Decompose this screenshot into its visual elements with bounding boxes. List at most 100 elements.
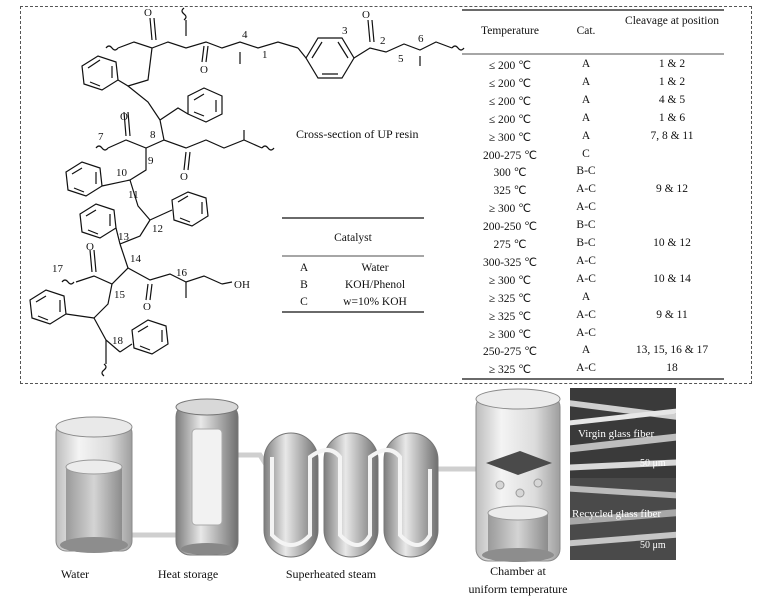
- row-temperature: 200-250 ℃: [482, 221, 538, 234]
- oxygen-label: O: [144, 7, 152, 19]
- row-catalyst: A: [581, 111, 591, 124]
- terminal-oh-label: OH: [234, 279, 250, 291]
- row-temperature: ≤ 200 ℃: [488, 113, 532, 126]
- row-position: 7, 8 & 11: [650, 129, 694, 142]
- position-number: 8: [150, 129, 156, 141]
- position-number: 1: [262, 49, 268, 61]
- row-position: 1 & 2: [658, 58, 686, 70]
- uniform-temperature-chamber: [475, 388, 561, 562]
- row-catalyst: A-C: [576, 326, 596, 339]
- catalyst-name: w=10% KOH: [343, 296, 407, 308]
- label-heat-storage: Heat storage: [157, 567, 219, 581]
- position-number: 2: [380, 35, 386, 47]
- row-temperature: ≤ 200 ℃: [488, 77, 532, 90]
- position-number: 17: [52, 263, 64, 275]
- catalyst-legend: Catalyst A Water B KOH/Phenol C w=10% KO…: [282, 218, 424, 312]
- row-position: 18: [666, 362, 678, 375]
- row-temperature: ≥ 300 ℃: [488, 203, 532, 216]
- position-number: 15: [114, 289, 126, 301]
- header-position: Cleavage at position: [625, 15, 719, 27]
- structure-caption: Cross-section of UP resin: [296, 127, 419, 141]
- position-number: 14: [130, 253, 142, 265]
- row-temperature: ≥ 325 ℃: [488, 364, 532, 377]
- fiber-mesh-icon: [486, 451, 552, 475]
- row-position: 9 & 11: [656, 308, 688, 321]
- scale-bar-label: 50 μm: [640, 540, 666, 551]
- catalyst-header: Catalyst: [334, 232, 372, 244]
- row-position: 10 & 14: [653, 272, 691, 285]
- position-number: 16: [176, 267, 188, 279]
- scale-bar-label: 50 μm: [640, 458, 666, 469]
- virgin-fiber-image: [570, 400, 676, 471]
- catalyst-code: A: [299, 262, 309, 274]
- oxygen-label: O: [143, 301, 151, 313]
- row-position: 13, 15, 16 & 17: [635, 344, 709, 357]
- recycled-fiber-image: [570, 485, 676, 547]
- row-catalyst: A-C: [576, 201, 596, 214]
- table-rules: [282, 9, 724, 380]
- row-position: 1 & 2: [658, 75, 686, 88]
- row-catalyst: A-C: [576, 308, 596, 321]
- label-superheated-steam: Superheated steam: [285, 567, 377, 581]
- oxygen-label: O: [86, 241, 94, 253]
- virgin-fiber-label: Virgin glass fiber: [578, 428, 655, 440]
- water-vessel: [55, 416, 133, 553]
- row-catalyst: A-C: [576, 362, 596, 375]
- catalyst-name: KOH/Phenol: [344, 279, 406, 291]
- row-temperature: ≤ 200 ℃: [488, 60, 532, 72]
- position-number: 13: [118, 231, 130, 243]
- structure-bonds: [29, 7, 465, 377]
- row-catalyst: A-C: [576, 183, 596, 196]
- up-resin-structure: O O O O O O O OH 1 2 3 4 5 6 7 8 9 10 11…: [29, 7, 724, 380]
- position-number: 4: [242, 29, 248, 41]
- row-position: 10 & 12: [653, 237, 691, 249]
- position-number: 18: [112, 335, 124, 347]
- row-temperature: ≥ 300 ℃: [488, 328, 532, 341]
- row-position: 4 & 5: [658, 93, 686, 106]
- superheated-steam-coils: [263, 432, 439, 558]
- position-number: 10: [116, 167, 128, 179]
- top-panel-frame: [20, 6, 752, 384]
- row-catalyst: A: [581, 58, 591, 70]
- row-catalyst: A: [581, 344, 591, 357]
- position-number: 5: [398, 53, 404, 65]
- catalyst-name: Water: [361, 262, 389, 274]
- label-water: Water: [60, 567, 90, 581]
- recycled-fiber-label: Recycled glass fiber: [572, 508, 662, 520]
- row-catalyst: B-C: [576, 219, 596, 232]
- oxygen-label: O: [120, 111, 128, 123]
- row-temperature: ≥ 325 ℃: [488, 292, 532, 305]
- position-number: 9: [148, 155, 154, 167]
- row-catalyst: A: [581, 290, 591, 303]
- row-catalyst: B-C: [576, 165, 596, 178]
- row-temperature: ≥ 300 ℃: [488, 131, 532, 144]
- row-catalyst: B-C: [576, 237, 596, 249]
- header-catalyst: Cat.: [576, 25, 596, 37]
- row-temperature: ≥ 300 ℃: [488, 274, 532, 287]
- heat-storage-vessel: [175, 398, 239, 556]
- virgin-fiber-micrograph: Virgin glass fiber 50 μm: [570, 388, 676, 478]
- label-uniform-temperature: uniform temperature: [468, 582, 568, 596]
- row-temperature: 275 ℃: [493, 239, 527, 251]
- oxygen-label: O: [180, 171, 188, 183]
- row-catalyst: A: [581, 75, 591, 88]
- row-temperature: 300 ℃: [493, 167, 527, 180]
- row-temperature: ≤ 200 ℃: [488, 95, 532, 108]
- recycling-process-diagram: [55, 388, 561, 562]
- cleavage-table: Temperature Cat. Cleavage at position ≤ …: [462, 10, 724, 380]
- position-number: 6: [418, 33, 424, 45]
- row-catalyst: A-C: [576, 254, 596, 267]
- position-numbers: 1 2 3 4 5 6 7 8 9 10 11 12 13 14 15 16 1…: [52, 25, 424, 347]
- recycled-fiber-micrograph: Recycled glass fiber 50 μm: [570, 478, 676, 560]
- row-catalyst: A: [581, 93, 591, 106]
- row-catalyst: A-C: [576, 272, 596, 285]
- oxygen-label: O: [200, 64, 208, 76]
- catalyst-code: B: [300, 279, 308, 291]
- row-catalyst: A: [581, 129, 591, 142]
- row-temperature: 250-275 ℃: [482, 346, 538, 359]
- position-number: 3: [342, 25, 348, 37]
- row-temperature: 325 ℃: [493, 185, 527, 198]
- row-position: 9 & 12: [656, 183, 688, 196]
- row-temperature: ≥ 325 ℃: [488, 310, 532, 323]
- header-temperature: Temperature: [481, 25, 539, 37]
